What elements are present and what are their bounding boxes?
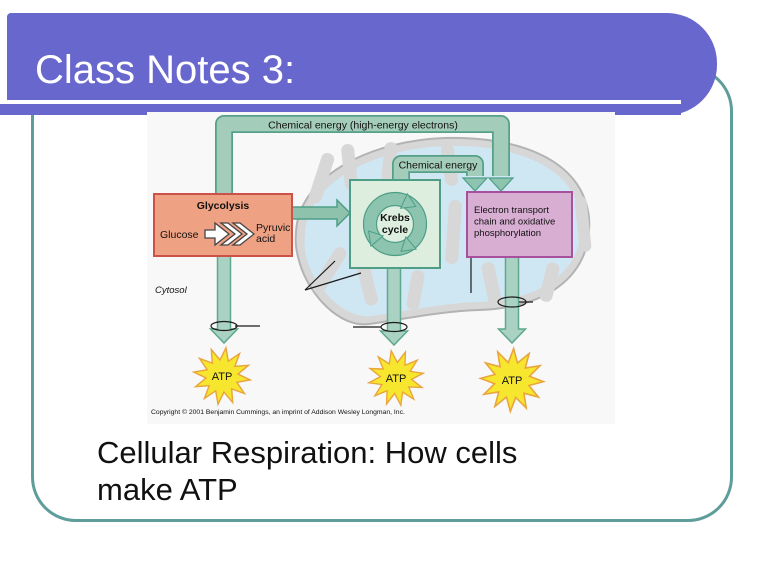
high-energy-electrons-arrow xyxy=(215,115,515,204)
etc-label-line3: phosphorylation xyxy=(474,228,541,239)
electron-transport-box xyxy=(466,191,573,258)
top-band-label: Chemical energy (high-energy electrons) xyxy=(268,120,458,132)
chemical-energy-arrow xyxy=(392,155,489,192)
atp-label-2: ATP xyxy=(386,373,407,385)
glycolysis-to-krebs-arrow xyxy=(291,198,352,228)
glycolysis-title: Glycolysis xyxy=(197,200,250,212)
atp-starbursts xyxy=(189,343,546,414)
slide-caption: Cellular Respiration: How cells make ATP xyxy=(97,435,518,507)
glucose-label: Glucose xyxy=(160,229,199,241)
title-divider-line xyxy=(0,100,681,104)
atp-label-1: ATP xyxy=(212,371,233,383)
annotation-lines xyxy=(210,258,533,333)
etc-label-line2: chain and oxidative xyxy=(474,217,555,228)
copyright-line: Copyright © 2001 Benjamin Cummings, an i… xyxy=(151,408,405,416)
atp-label-3: ATP xyxy=(502,375,523,387)
pyruvic-label-line1: Pyruvic xyxy=(256,222,290,234)
mitochondrion-cristae xyxy=(308,142,592,310)
title-divider-underline xyxy=(0,104,681,115)
glucose-to-pyruvic-chevrons-icon xyxy=(204,221,256,247)
cellular-respiration-figure: Chemical energy (high-energy electrons) … xyxy=(147,112,615,424)
etc-label-line1: Electron transport xyxy=(474,205,549,216)
pyruvic-label-line2: acid xyxy=(256,233,275,245)
krebs-cycle-ring-icon xyxy=(362,191,428,257)
diagram-svg: Chemical energy (high-energy electrons) … xyxy=(151,115,592,416)
krebs-label-line2: cycle xyxy=(382,224,408,236)
slide-title: Class Notes 3: xyxy=(35,48,296,92)
title-bar: Class Notes 3: xyxy=(7,13,717,115)
mid-band-label: Chemical energy xyxy=(399,160,479,172)
cytosol-label: Cytosol xyxy=(155,285,188,296)
krebs-label-line1: Krebs xyxy=(380,212,410,224)
glycolysis-atp-arrow xyxy=(208,255,240,345)
etc-atp-arrow xyxy=(496,256,528,345)
